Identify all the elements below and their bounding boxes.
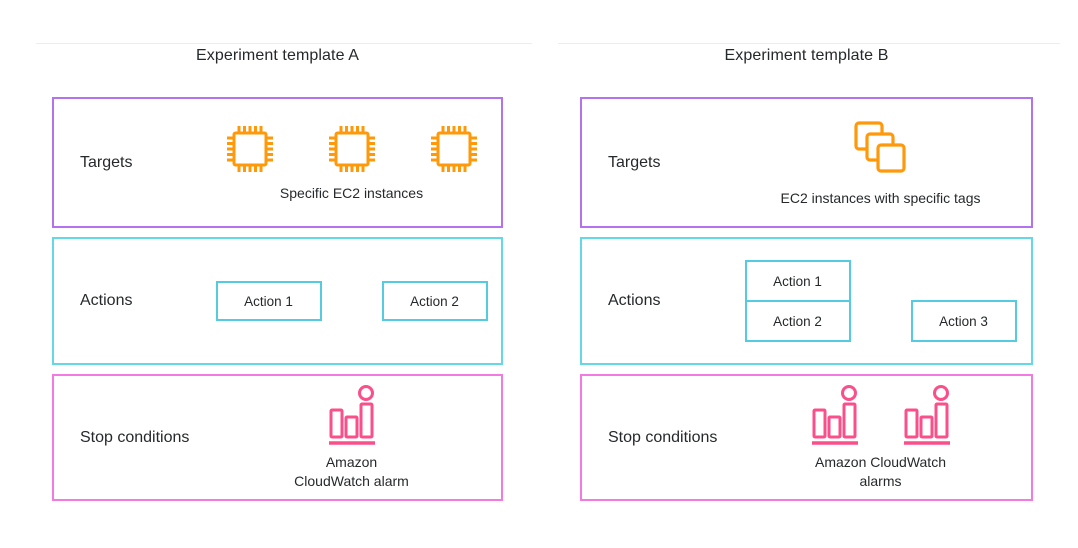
stop-caption-line-2: alarms (859, 472, 902, 489)
stop-conditions-caption: Amazon CloudWatch alarms (815, 453, 946, 491)
ec2-instances-group-icon (852, 120, 910, 178)
targets-label: Targets (80, 153, 133, 171)
stop-caption-line-2: CloudWatch alarm (294, 472, 409, 489)
action-2-box: Action 2 (381, 281, 488, 321)
targets-box: Targets EC2 instances with specific tags (580, 97, 1033, 228)
ec2-instance-icon (226, 125, 274, 173)
targets-content: EC2 instances with specific tags (730, 99, 1031, 226)
stop-conditions-label: Stop conditions (80, 428, 190, 446)
action-1-box: Action 1 (744, 260, 851, 302)
action-3-box: Action 3 (910, 300, 1017, 342)
ec2-instance-icon (328, 125, 376, 173)
targets-caption: Specific EC2 instances (279, 184, 424, 201)
stop-caption-line-1: Amazon (325, 453, 378, 470)
actions-content: Action 1 Action 2 (202, 239, 501, 363)
targets-caption: EC2 instances with specific tags (780, 189, 981, 206)
action-stack: Action 1 Action 2 (744, 260, 851, 342)
experiment-template-b: Experiment template B Targets EC2 instan… (580, 0, 1033, 548)
divider-line-left (36, 43, 532, 44)
stop-conditions-box: Stop conditions Amazon CloudWatch alarm (52, 374, 503, 501)
cloudwatch-alarm-icon-row (328, 385, 376, 447)
action-row: Action 1 Action 2 (215, 281, 488, 321)
cloudwatch-alarm-icon (903, 385, 951, 447)
divider-line-right (558, 43, 1060, 44)
stop-caption-line-1: Amazon CloudWatch (815, 453, 946, 470)
action-2-box: Action 2 (744, 300, 851, 342)
template-a-title: Experiment template A (195, 47, 360, 64)
action-1-box: Action 1 (215, 281, 322, 321)
cloudwatch-alarm-icon-row (811, 385, 951, 447)
ec2-instance-icon (430, 125, 478, 173)
stop-conditions-content: Amazon CloudWatch alarm (202, 376, 501, 499)
ec2-group-icon-row (852, 120, 910, 178)
stop-conditions-content: Amazon CloudWatch alarms (730, 376, 1031, 499)
experiment-template-a: Experiment template A Targets Specific E… (52, 0, 503, 548)
actions-label: Actions (80, 292, 133, 309)
targets-box: Targets Specific EC2 instances (52, 97, 503, 228)
cloudwatch-alarm-icon (811, 385, 859, 447)
stop-conditions-caption: Amazon CloudWatch alarm (294, 453, 409, 491)
actions-box: Actions Action 1 Action 2 (52, 237, 503, 365)
ec2-instance-icon-row (226, 125, 478, 173)
template-b-title: Experiment template B (724, 47, 889, 64)
targets-content: Specific EC2 instances (202, 99, 501, 226)
stop-conditions-box: Stop conditions Amazon CloudWatch alarms (580, 374, 1033, 501)
stop-conditions-label: Stop conditions (608, 428, 718, 446)
cloudwatch-alarm-icon (328, 385, 376, 447)
action-row: Action 1 Action 2 Action 3 (744, 260, 1017, 342)
actions-label: Actions (608, 292, 661, 309)
actions-box: Actions Action 1 Action 2 Action 3 (580, 237, 1033, 365)
targets-label: Targets (608, 153, 661, 171)
actions-content: Action 1 Action 2 Action 3 (730, 239, 1031, 363)
